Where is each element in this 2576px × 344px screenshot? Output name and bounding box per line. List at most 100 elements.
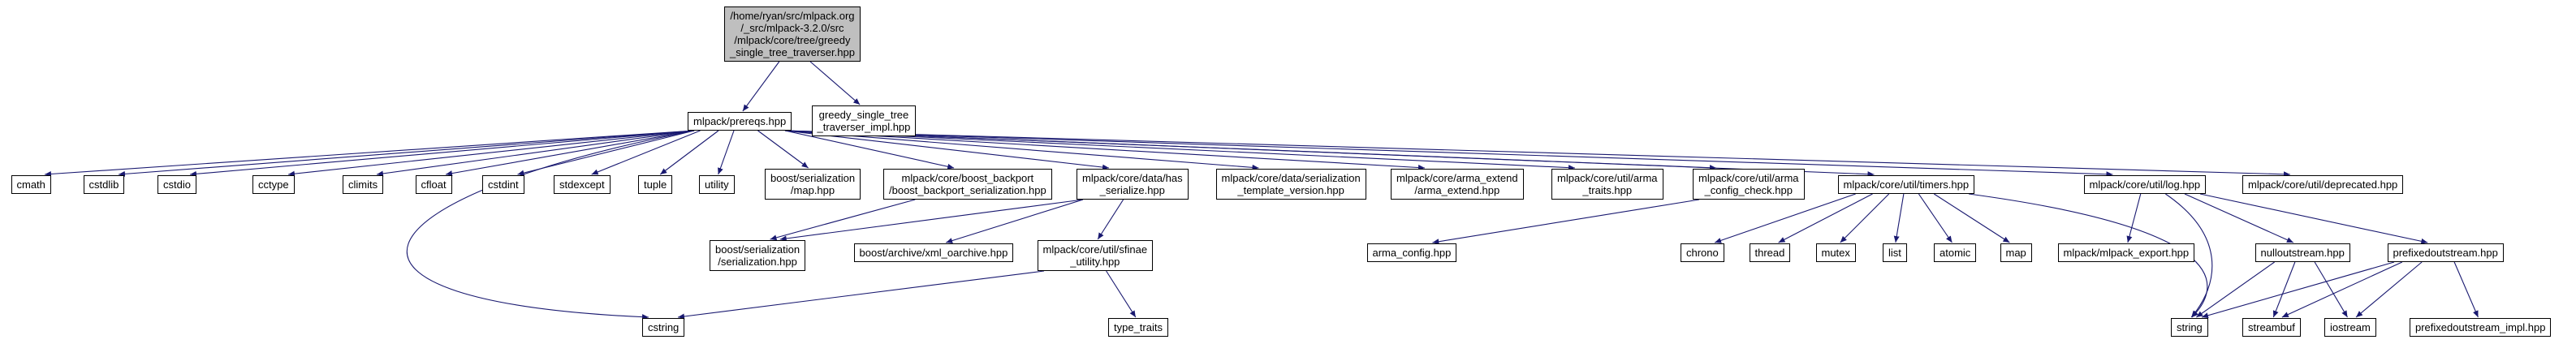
node-label: mlpack/prereqs.hpp (693, 115, 787, 127)
node-label: chrono (1686, 247, 1719, 259)
node-sfinae[interactable]: mlpack/core/util/sfinae_utility.hpp (1037, 240, 1154, 271)
node-label: streambuf (2248, 321, 2295, 333)
node-cstdlib: cstdlib (83, 175, 125, 194)
node-label: boost/archive/xml_oarchive.hpp (859, 247, 1008, 259)
edge-prereqs-to-climits (376, 130, 695, 177)
edge-timers-to-atomic (1918, 193, 1952, 243)
node-cctype: cctype (252, 175, 295, 194)
edge-sfinae-to-cstring (677, 270, 1045, 320)
edge-nulloutstream-to-string (2196, 261, 2275, 318)
node-tuple: tuple (638, 175, 673, 194)
node-thread: thread (1749, 243, 1791, 262)
node-has_serialize[interactable]: mlpack/core/data/has_serialize.hpp (1077, 169, 1189, 200)
edge-prereqs-to-tuple (659, 130, 719, 175)
node-string: string (2171, 318, 2208, 337)
node-label: /_src/mlpack-3.2.0/src (740, 22, 844, 34)
node-climits: climits (343, 175, 384, 194)
node-label: /boost_backport_serialization.hpp (889, 184, 1046, 196)
node-map: map (2000, 243, 2032, 262)
node-arma_extend[interactable]: mlpack/core/arma_extend/arma_extend.hpp (1391, 169, 1524, 200)
node-label: thread (1754, 247, 1785, 259)
node-label: utility (705, 178, 729, 191)
node-label: _config_check.hpp (1704, 184, 1793, 196)
edge-prereqs-to-cfloat (445, 130, 695, 177)
node-label: mlpack/core/util/log.hpp (2089, 178, 2201, 191)
node-label: mlpack/core/util/timers.hpp (1843, 178, 1970, 191)
node-arma_config_check[interactable]: mlpack/core/util/arma_config_check.hpp (1693, 169, 1805, 200)
node-label: _template_version.hpp (1237, 184, 1344, 196)
edge-log-to-mlpack_export (2126, 193, 2142, 243)
node-label: iostream (2330, 321, 2371, 333)
node-label: cstring (648, 321, 680, 333)
node-boost_backport[interactable]: mlpack/core/boost_backport/boost_backpor… (883, 169, 1052, 200)
edge-root-to-prereqs (742, 61, 780, 112)
edge-prereqs-to-cstring (406, 130, 695, 320)
node-greedy_impl[interactable]: greedy_single_tree_traverser_impl.hpp (811, 105, 917, 136)
edge-prefixedoutstream-to-iostream (2355, 261, 2423, 318)
node-label: mlpack/core/util/deprecated.hpp (2248, 178, 2398, 191)
node-ser_template_version[interactable]: mlpack/core/data/serialization_template_… (1215, 169, 1366, 200)
node-deprecated[interactable]: mlpack/core/util/deprecated.hpp (2242, 175, 2404, 194)
node-label: atomic (1940, 247, 1971, 259)
edge-log-to-nulloutstream (2184, 193, 2294, 243)
node-prefixed_impl[interactable]: prefixedoutstream_impl.hpp (2410, 318, 2552, 337)
edge-has_serialize-to-boost_serialization (779, 199, 1084, 242)
node-label: climits (348, 178, 378, 191)
node-timers[interactable]: mlpack/core/util/timers.hpp (1837, 175, 1975, 194)
node-label: mlpack/mlpack_export.hpp (2063, 247, 2190, 259)
node-arma_config[interactable]: arma_config.hpp (1366, 243, 1457, 262)
node-label: /map.hpp (790, 184, 835, 196)
node-label: boost/serialization (715, 243, 800, 256)
edge-prereqs-to-deprecated (784, 130, 2291, 178)
node-label: type_traits (1114, 321, 1163, 333)
node-label: mlpack/core/data/has (1082, 172, 1183, 184)
edge-prereqs-to-cstdio (189, 130, 695, 177)
node-label: /mlpack/core/tree/greedy (734, 34, 851, 46)
node-cstring: cstring (642, 318, 685, 337)
node-label: _traverser_impl.hpp (817, 121, 911, 133)
edge-prereqs-to-has_serialize (784, 130, 1110, 170)
edge-sfinae-to-type_traits (1106, 270, 1137, 318)
node-arma_traits[interactable]: mlpack/core/util/arma_traits.hpp (1551, 169, 1663, 200)
node-label: _serialize.hpp (1099, 184, 1165, 196)
node-utility: utility (699, 175, 735, 194)
node-label: /serialization.hpp (718, 256, 797, 268)
node-label: cstdint (488, 178, 519, 191)
edge-log-to-string (2165, 193, 2213, 318)
edge-prereqs-to-boost_ser_map (757, 130, 809, 169)
node-label: list (1888, 247, 1901, 259)
node-label: mlpack/core/arma_extend (1396, 172, 1518, 184)
node-nulloutstream[interactable]: nulloutstream.hpp (2255, 243, 2350, 262)
node-prefixedoutstream[interactable]: prefixedoutstream.hpp (2387, 243, 2504, 262)
edge-log-to-prefixedoutstream (2199, 193, 2428, 244)
edge-prefixedoutstream-to-prefixed_impl (2453, 261, 2479, 318)
node-label: mlpack/core/util/arma (1698, 172, 1799, 184)
node-chrono: chrono (1681, 243, 1724, 262)
node-stdexcept: stdexcept (554, 175, 611, 194)
edge-prereqs-to-cctype (287, 130, 695, 177)
node-mlpack_export[interactable]: mlpack/mlpack_export.hpp (2057, 243, 2195, 262)
edge-timers-to-thread (1778, 193, 1873, 243)
edge-prereqs-to-cstdlib (118, 130, 695, 177)
node-boost_ser_map: boost/serialization/map.hpp (765, 169, 861, 200)
node-cstdio: cstdio (157, 175, 196, 194)
node-label: _traits.hpp (1582, 184, 1633, 196)
node-prereqs[interactable]: mlpack/prereqs.hpp (688, 112, 792, 131)
edge-timers-to-map (1933, 193, 2010, 243)
node-label: _single_tree_traverser.hpp (730, 46, 855, 58)
edge-prereqs-to-boost_backport (784, 130, 955, 170)
node-xml_oarchive: boost/archive/xml_oarchive.hpp (853, 243, 1014, 262)
node-cmath: cmath (11, 175, 51, 194)
node-cfloat: cfloat (415, 175, 452, 194)
node-label: boost/serialization (770, 172, 856, 184)
node-boost_serialization: boost/serialization/serialization.hpp (710, 240, 806, 271)
edge-root-to-greedy_impl (809, 61, 861, 105)
node-log[interactable]: mlpack/core/util/log.hpp (2083, 175, 2207, 194)
node-label: mlpack/core/data/serialization (1221, 172, 1361, 184)
node-type_traits: type_traits (1108, 318, 1168, 337)
edge-prereqs-to-utility (718, 130, 735, 175)
node-label: cmath (16, 178, 45, 191)
node-root: /home/ryan/src/mlpack.org/_src/mlpack-3.… (724, 6, 861, 62)
